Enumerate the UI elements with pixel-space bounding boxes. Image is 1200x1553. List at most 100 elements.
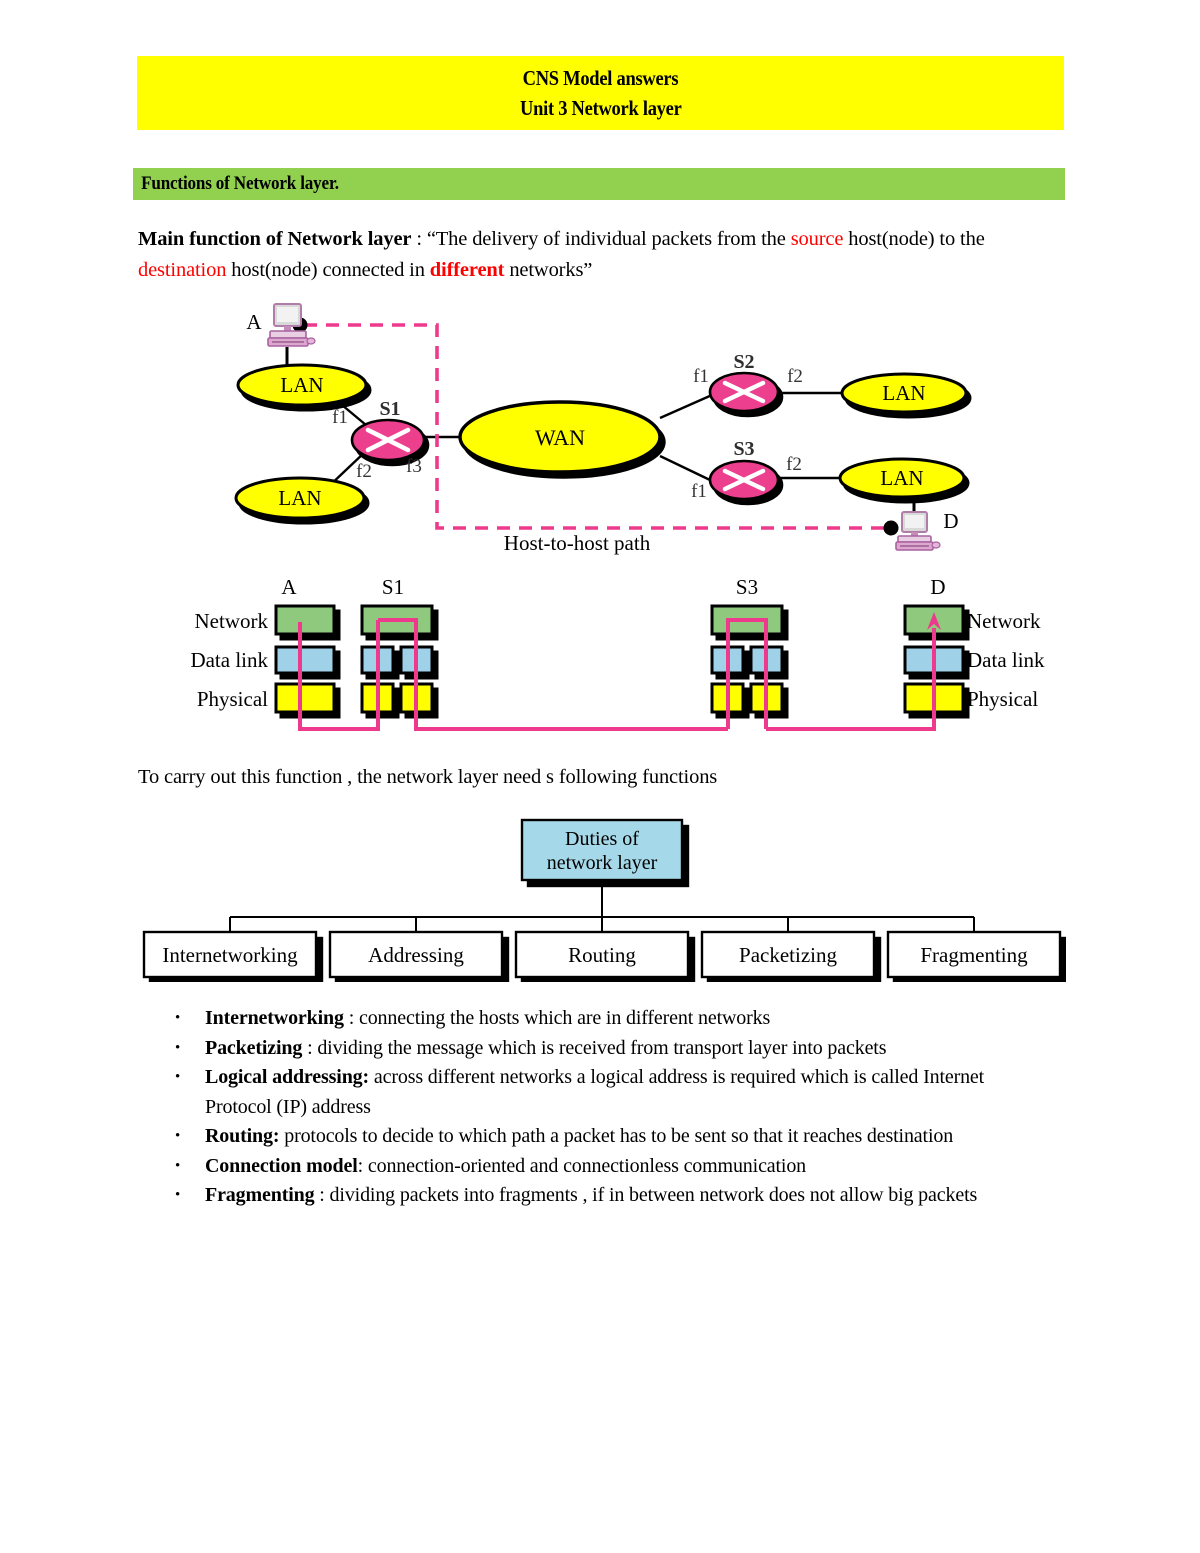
packet-flow-arrowhead	[927, 612, 941, 630]
stack-node-label-s1: S1	[382, 575, 404, 599]
host-label-d: D	[943, 509, 958, 533]
intro-keyword-source: source	[790, 228, 844, 250]
bullet-marker: •	[175, 1187, 181, 1203]
host-d-computer-icon	[895, 511, 941, 551]
topology-caption: Host-to-host path	[504, 531, 651, 555]
duties-root-line-1: Duties of	[565, 828, 639, 850]
path-endpoint-d	[883, 520, 899, 536]
bullet-description: protocols to decide to which path a pack…	[279, 1125, 954, 1147]
bullet-marker: •	[175, 1069, 181, 1085]
bullet-description: : dividing packets into fragments , if i…	[314, 1184, 978, 1206]
functions-bullet-list: • Internetworking : connecting the hosts…	[168, 1004, 1033, 1211]
cloud-label-lan-bottom-left: LAN	[278, 486, 321, 510]
stack-node-label-a: A	[281, 575, 297, 599]
bullet-term: Connection model	[205, 1154, 358, 1177]
duties-child-label-internetworking: Internetworking	[162, 943, 298, 967]
bullet-term: Routing:	[205, 1125, 280, 1147]
bullet-description: : connection-oriented and connectionless…	[357, 1154, 807, 1177]
bullet-content: Logical addressing: across different net…	[205, 1063, 1033, 1122]
router-label-s2: S2	[733, 351, 754, 373]
cloud-label-lan-bottom-right: LAN	[880, 466, 923, 490]
title-line-1: CNS Model answers	[522, 66, 679, 90]
layer-label-left-physical: Physical	[197, 687, 268, 711]
interface-label-s2-f2: f2	[787, 366, 803, 387]
duties-tree-figure: Duties of network layer Internetworking …	[136, 812, 1066, 982]
intro-part-2: host(node) to the	[843, 228, 985, 250]
bullet-marker: •	[175, 1010, 181, 1026]
bullet-marker: •	[175, 1157, 181, 1174]
bullet-description: : dividing the message which is received…	[302, 1036, 887, 1059]
duties-root-line-2: network layer	[547, 852, 658, 874]
layer-label-left-network: Network	[195, 609, 269, 633]
interface-label-s3-f1: f1	[691, 481, 707, 502]
layer-label-right-physical: Physical	[967, 687, 1038, 711]
duties-child-label-fragmenting: Fragmenting	[920, 943, 1028, 967]
bullet-marker: •	[175, 1039, 181, 1056]
bullet-term: Fragmenting	[205, 1184, 315, 1206]
list-item: • Fragmenting : dividing packets into fr…	[168, 1181, 1033, 1211]
duties-tree-connectors	[229, 880, 975, 932]
network-topology-figure: LAN LAN WAN LAN LAN	[232, 300, 972, 562]
host-a-computer-icon	[267, 303, 316, 347]
list-item: • Internetworking : connecting the hosts…	[168, 1004, 1033, 1034]
protocol-stack-figure: A S1 S3 D Network Data link Physical Net…	[150, 572, 1050, 747]
intro-keyword-different: different	[429, 259, 505, 281]
cloud-label-lan-top-left: LAN	[280, 373, 323, 397]
bullet-content: Internetworking : connecting the hosts w…	[205, 1004, 1033, 1034]
cloud-wan-center	[458, 400, 662, 474]
duties-child-label-addressing: Addressing	[368, 943, 464, 967]
cloud-label-wan: WAN	[535, 425, 585, 450]
cloud-label-lan-top-right: LAN	[882, 381, 925, 405]
bullet-content: Fragmenting : dividing packets into frag…	[205, 1181, 1033, 1211]
router-label-s1: S1	[379, 398, 400, 420]
router-s2-icon	[708, 371, 780, 413]
duties-root-box	[520, 818, 684, 882]
intro-part-4: networks”	[504, 259, 593, 281]
duties-child-label-routing: Routing	[568, 943, 636, 967]
layer-label-right-datalink: Data link	[967, 648, 1045, 672]
host-label-a: A	[246, 310, 262, 334]
intro-paragraph: Main function of Network layer : “The de…	[138, 224, 1018, 286]
cloud-lan-bottom-right	[838, 457, 966, 499]
layer-label-right-network: Network	[967, 609, 1041, 633]
interface-label-s3-f2: f2	[786, 454, 802, 475]
cloud-lan-top-right	[840, 372, 968, 414]
bullet-description: across different networks a logical addr…	[205, 1066, 985, 1118]
duties-child-box-fragmenting	[886, 930, 1062, 979]
interface-label-s1-f2: f2	[356, 461, 372, 482]
stack-node-label-s3: S3	[736, 575, 758, 599]
duties-child-label-packetizing: Packetizing	[739, 943, 837, 967]
duties-child-box-routing	[514, 930, 690, 979]
bullet-content: Packetizing : dividing the message which…	[205, 1034, 1033, 1064]
cloud-lan-bottom-left	[234, 476, 366, 520]
bullet-term: Internetworking	[205, 1007, 344, 1029]
router-label-s3: S3	[733, 438, 754, 460]
bullet-term: Packetizing	[205, 1036, 303, 1059]
duties-child-box-packetizing	[700, 930, 876, 979]
duties-child-box-addressing	[328, 930, 504, 979]
bullet-marker: •	[175, 1128, 181, 1144]
cloud-lan-top-left	[236, 363, 368, 407]
interface-label-s1-f1: f1	[332, 407, 348, 428]
router-s3-icon	[708, 459, 780, 501]
list-item: • Routing: protocols to decide to which …	[168, 1122, 1033, 1152]
list-item: • Connection model: connection-oriented …	[168, 1152, 1033, 1182]
section-heading-text: Functions of Network layer.	[141, 173, 339, 194]
stack-node-label-d: D	[930, 575, 945, 599]
packet-flow-path	[298, 618, 936, 731]
document-title-banner: CNS Model answers Unit 3 Network layer	[137, 56, 1064, 130]
bullet-content: Connection model: connection-oriented an…	[205, 1152, 1033, 1182]
interface-label-s2-f1: f1	[693, 366, 709, 387]
stack-node-s1	[360, 604, 434, 714]
title-line-2: Unit 3 Network layer	[519, 96, 682, 120]
router-s1-icon	[350, 418, 426, 462]
stack-node-a	[274, 604, 336, 714]
intro-part-3: host(node) connected in	[226, 259, 430, 281]
stack-node-s3	[710, 604, 784, 714]
bullet-term: Logical addressing:	[205, 1066, 370, 1088]
intro-keyword-destination: destination	[138, 259, 227, 281]
mid-paragraph: To carry out this function , the network…	[138, 766, 718, 788]
layer-label-left-datalink: Data link	[190, 648, 268, 672]
duties-child-box-internetworking	[142, 930, 318, 979]
